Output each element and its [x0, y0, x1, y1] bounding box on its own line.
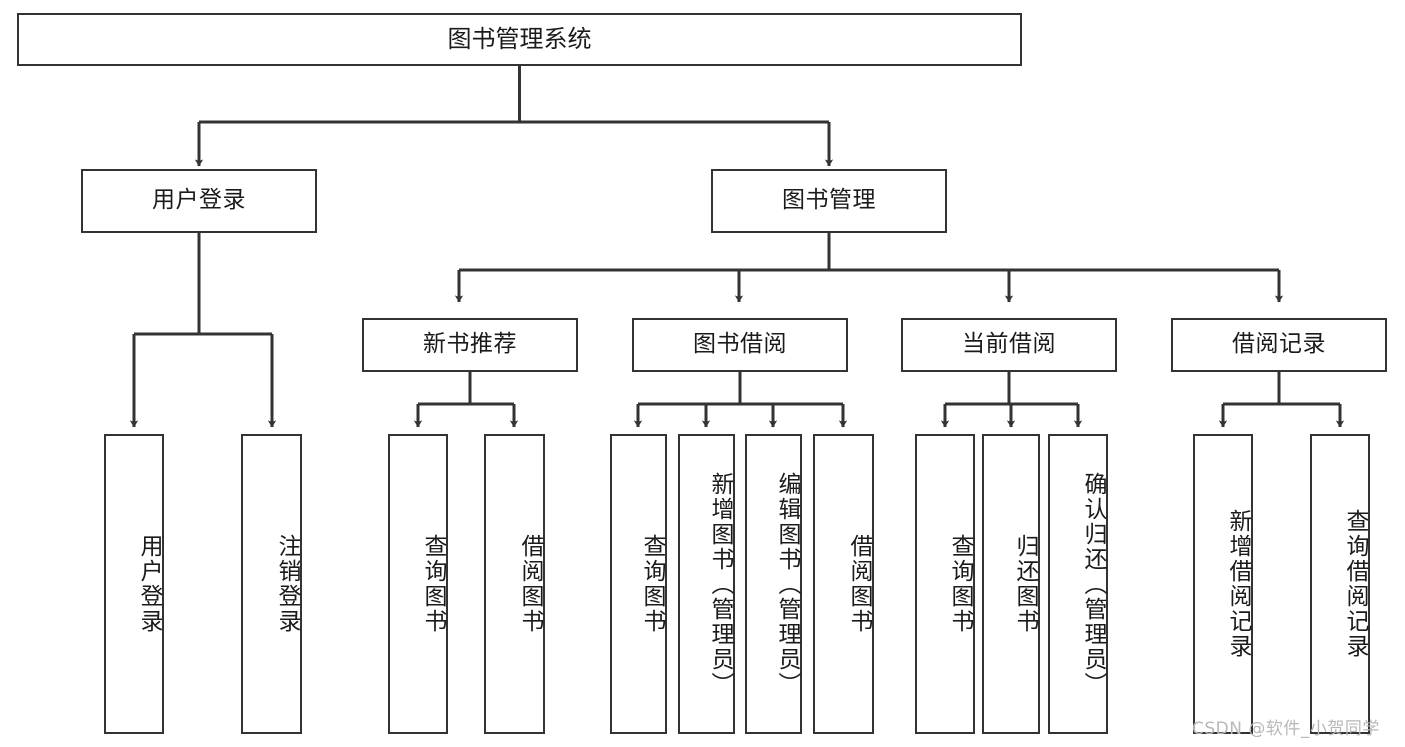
node-root-label: 图书管理系统 [447, 25, 592, 54]
node-leaf-borrow-book-1[interactable]: 借阅图书 [484, 434, 545, 734]
node-leaf-query-book-2-label: 查询图书 [639, 534, 665, 634]
node-leaf-borrow-book-2-label: 借阅图书 [846, 534, 872, 634]
node-leaf-edit-book[interactable]: 编辑图书（管理员） [745, 434, 802, 734]
node-leaf-query-book-3[interactable]: 查询图书 [915, 434, 975, 734]
node-book-borrow[interactable]: 图书借阅 [632, 318, 848, 372]
node-leaf-add-record[interactable]: 新增借阅记录 [1193, 434, 1253, 734]
node-leaf-query-record-label: 查询借阅记录 [1342, 509, 1368, 659]
node-leaf-add-book[interactable]: 新增图书（管理员） [678, 434, 735, 734]
node-leaf-borrow-book-1-label: 借阅图书 [517, 534, 543, 634]
node-leaf-return-book[interactable]: 归还图书 [982, 434, 1040, 734]
node-new-book-recommend[interactable]: 新书推荐 [362, 318, 578, 372]
csdn-watermark: CSDN @软件_小贺同学 [1192, 719, 1380, 739]
node-leaf-return-book-label: 归还图书 [1012, 534, 1038, 634]
node-leaf-query-book-2[interactable]: 查询图书 [610, 434, 667, 734]
node-leaf-user-login-label: 用户登录 [136, 534, 162, 634]
node-leaf-user-logout[interactable]: 注销登录 [241, 434, 302, 734]
node-user-login[interactable]: 用户登录 [81, 169, 317, 233]
node-current-borrow[interactable]: 当前借阅 [901, 318, 1117, 372]
node-leaf-query-book-3-label: 查询图书 [947, 534, 973, 634]
node-leaf-borrow-book-2[interactable]: 借阅图书 [813, 434, 874, 734]
node-borrow-record-label: 借阅记录 [1232, 331, 1326, 358]
node-root[interactable]: 图书管理系统 [17, 13, 1022, 66]
node-leaf-user-login[interactable]: 用户登录 [104, 434, 164, 734]
node-user-login-label: 用户登录 [152, 187, 246, 214]
node-new-book-recommend-label: 新书推荐 [423, 331, 517, 358]
node-leaf-query-book-1[interactable]: 查询图书 [388, 434, 448, 734]
node-leaf-query-book-1-label: 查询图书 [420, 534, 446, 634]
node-book-manage[interactable]: 图书管理 [711, 169, 947, 233]
node-book-borrow-label: 图书借阅 [693, 331, 787, 358]
node-borrow-record[interactable]: 借阅记录 [1171, 318, 1387, 372]
node-leaf-edit-book-label: 编辑图书（管理员） [774, 471, 800, 697]
node-leaf-query-record[interactable]: 查询借阅记录 [1310, 434, 1370, 734]
node-leaf-add-record-label: 新增借阅记录 [1225, 509, 1251, 659]
node-leaf-add-book-label: 新增图书（管理员） [707, 471, 733, 697]
node-current-borrow-label: 当前借阅 [962, 331, 1056, 358]
node-leaf-confirm-return[interactable]: 确认归还（管理员） [1048, 434, 1108, 734]
node-leaf-user-logout-label: 注销登录 [274, 534, 300, 634]
node-book-manage-label: 图书管理 [782, 187, 876, 214]
node-leaf-confirm-return-label: 确认归还（管理员） [1080, 471, 1106, 697]
